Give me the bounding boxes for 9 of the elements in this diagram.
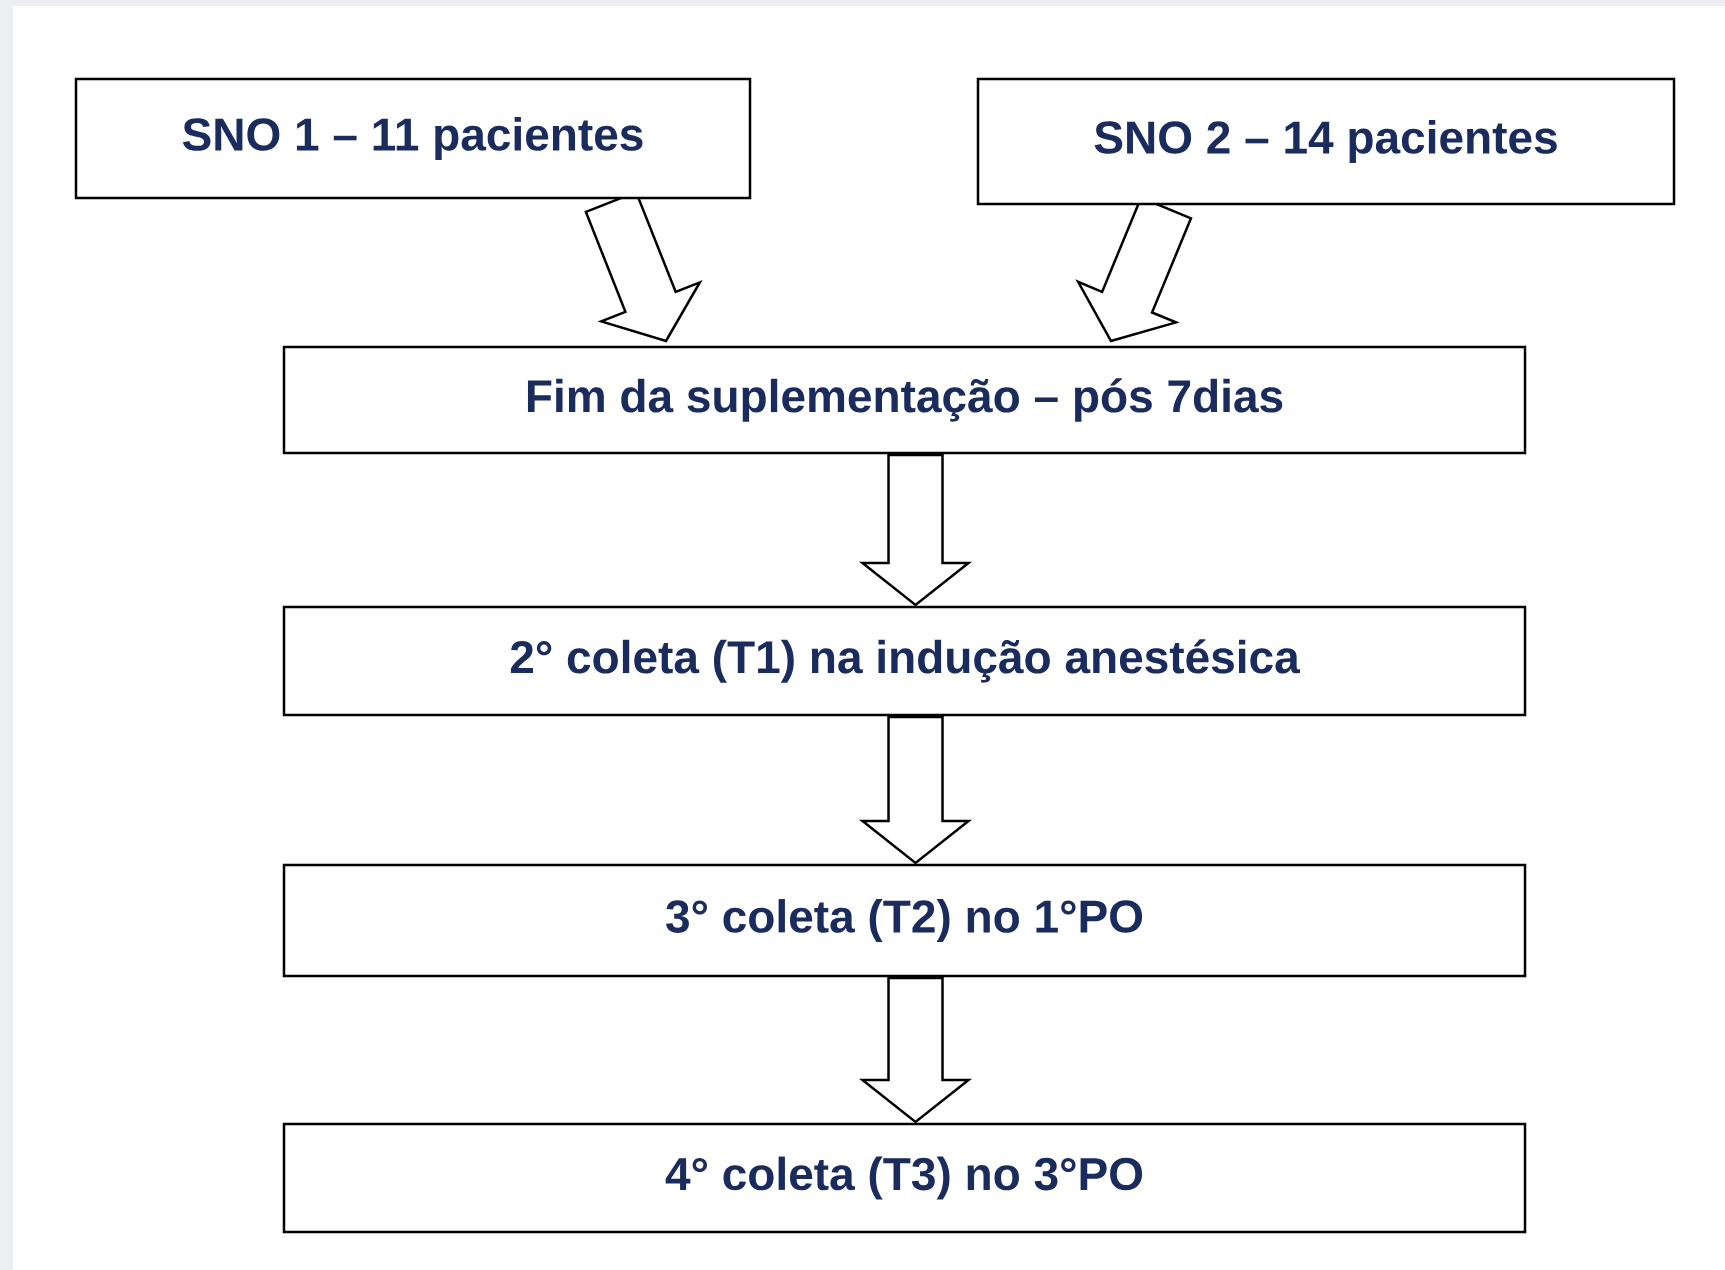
process-box: 2° coleta (T1) na indução anestésica [282, 605, 1527, 717]
block-arrow [858, 453, 973, 607]
process-box: 4° coleta (T3) no 3°PO [282, 1122, 1527, 1234]
process-box: 3° coleta (T2) no 1°PO [282, 863, 1527, 978]
process-box: SNO 2 – 14 pacientes [976, 77, 1676, 206]
process-box: Fim da suplementação – pós 7dias [282, 345, 1527, 455]
block-arrow [858, 715, 973, 865]
block-arrow [858, 976, 973, 1124]
process-box: SNO 1 – 11 pacientes [74, 77, 752, 200]
